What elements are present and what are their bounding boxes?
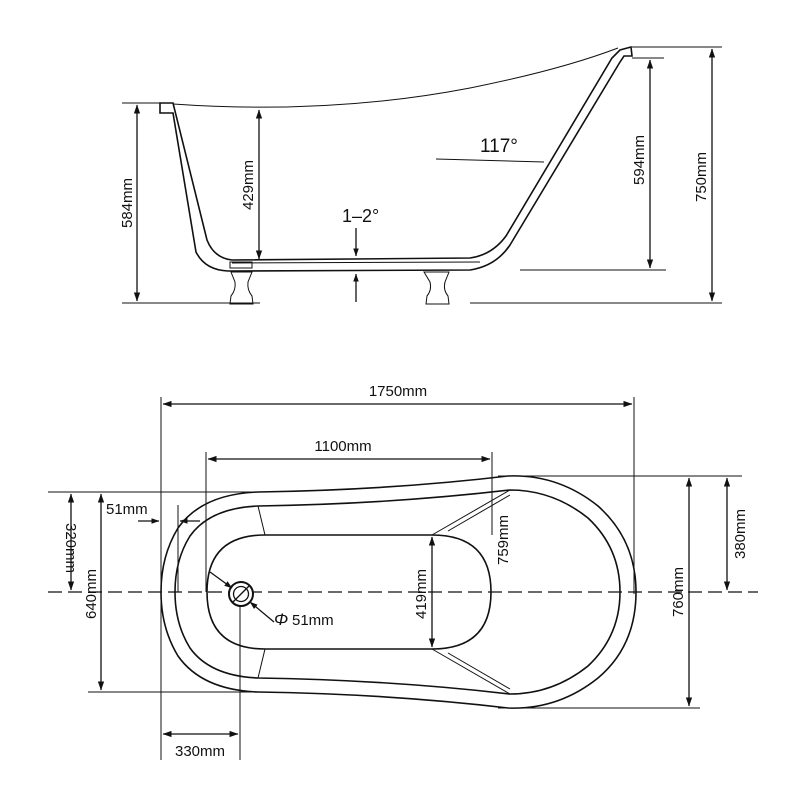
angle-label-117: 117° (480, 136, 518, 157)
angle-leader (435, 158, 545, 163)
dim-label-51: 51mm (106, 501, 148, 518)
dim-label-584: 584mm (119, 178, 136, 228)
top-view: Φ 51mm 1750mm 1100mm 51mm 320mm 640mm (48, 383, 758, 760)
dim-label-419: 419mm (413, 569, 430, 619)
dim-label-640: 640mm (83, 569, 100, 619)
side-view: 584mm 429mm 117° 1–2° 594mm 750mm (119, 45, 722, 305)
dim-label-1100: 1100mm (314, 438, 371, 455)
drain-diameter-symbol: Φ (274, 610, 288, 629)
dim-label-1750: 1750mm (369, 383, 427, 400)
dim-label-750: 750mm (693, 152, 710, 202)
dim-label-759: 759mm (495, 515, 512, 565)
tub-side-profile (159, 45, 633, 305)
dim-label-330: 330mm (175, 743, 225, 760)
dim-label-320: 320mm (62, 523, 79, 573)
dim-label-429: 429mm (240, 160, 257, 210)
dim-label-594: 594mm (631, 135, 648, 185)
slope-label: 1–2° (342, 206, 379, 226)
dim-label-380: 380mm (732, 509, 749, 559)
dim-label-760: 760mm (670, 567, 687, 617)
drain-diameter-label: 51mm (292, 612, 334, 629)
drain-icon (228, 581, 254, 607)
